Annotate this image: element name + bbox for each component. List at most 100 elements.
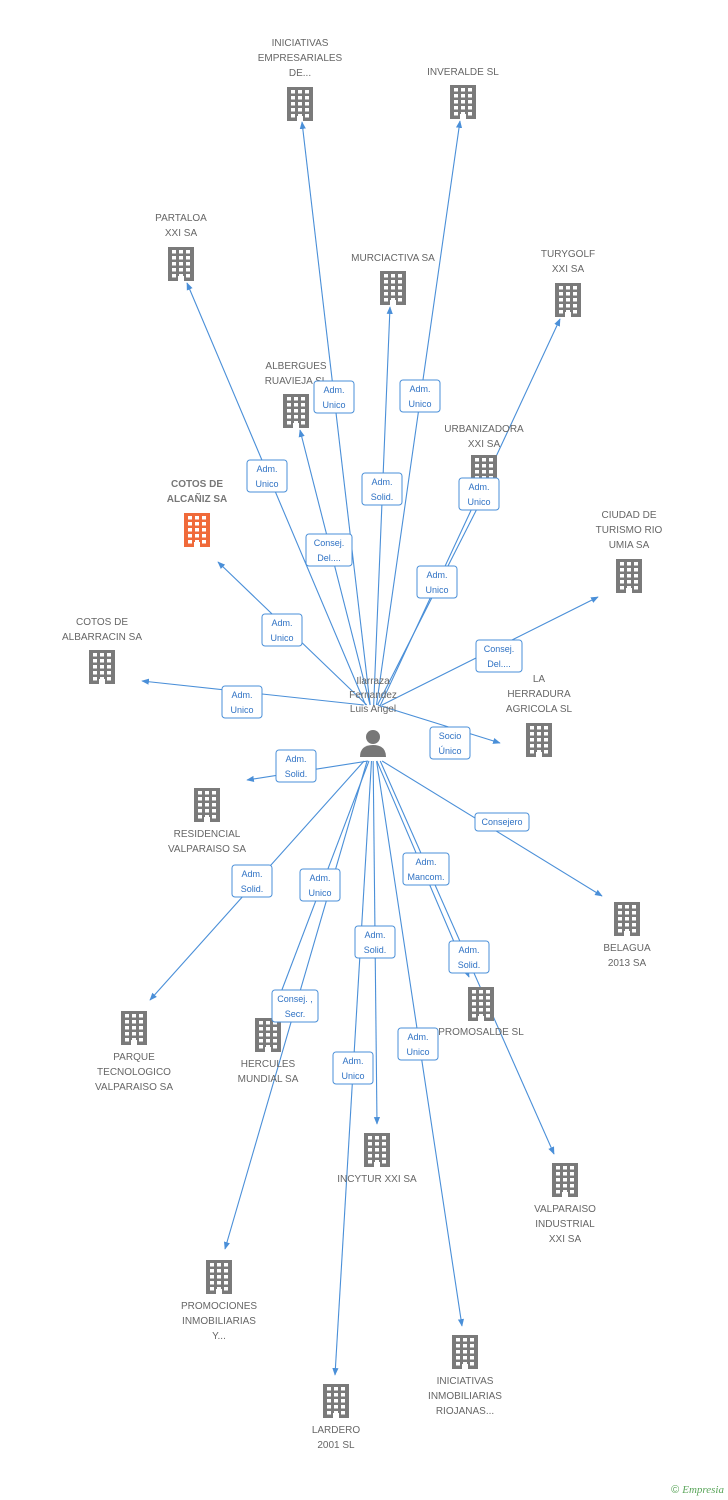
building-icon xyxy=(468,987,494,1021)
brand-name: Empresia xyxy=(682,1484,724,1496)
company-label: MURCIACTIVA SA xyxy=(351,253,435,264)
relation-label-inveralde[interactable]: Adm.Unico xyxy=(399,379,441,413)
company-node-murciactiva[interactable]: MURCIACTIVA SA xyxy=(351,253,435,305)
relation-text: Adm.Unico xyxy=(406,1032,429,1057)
relation-label-urbanizadora[interactable]: Adm.Unico xyxy=(416,565,458,599)
building-icon xyxy=(555,283,581,317)
relation-text: Adm.Solid. xyxy=(241,869,264,894)
relation-text: Adm.Unico xyxy=(255,464,278,489)
relation-label-promosalde[interactable]: Adm.Solid. xyxy=(448,940,490,974)
building-icon xyxy=(616,559,642,593)
relation-label-cotos-alcaniz[interactable]: Adm.Unico xyxy=(261,613,303,647)
edge-murciactiva xyxy=(373,306,393,706)
relation-label-incytur[interactable]: Adm.Solid. xyxy=(354,925,396,959)
relation-label-residencial-valparaiso[interactable]: Adm.Solid. xyxy=(275,749,317,783)
company-node-incytur[interactable]: INCYTUR XXI SA xyxy=(337,1133,417,1185)
building-icon xyxy=(206,1260,232,1294)
relation-text: Adm.Unico xyxy=(308,873,331,898)
relation-text: Adm.Solid. xyxy=(371,477,394,502)
relation-label-partaloa[interactable]: Adm.Unico xyxy=(246,459,288,493)
relation-label-belagua[interactable]: Consejero xyxy=(474,812,530,832)
building-icon xyxy=(452,1335,478,1369)
relation-text: Adm.Solid. xyxy=(285,754,308,779)
building-icon xyxy=(526,723,552,757)
building-icon xyxy=(614,902,640,936)
relation-label-hercules-mundial[interactable]: Consej. ,Secr. xyxy=(271,989,319,1023)
edge-inveralde xyxy=(375,120,463,706)
building-icon xyxy=(121,1011,147,1045)
relation-label-iniciativas-empresariales[interactable]: Adm.Unico xyxy=(313,380,355,414)
building-icon xyxy=(380,271,406,305)
building-icon xyxy=(552,1163,578,1197)
relation-text: Adm.Unico xyxy=(270,618,293,643)
relation-label-ciudad-turismo[interactable]: Consej.Del.... xyxy=(475,639,523,673)
building-icon xyxy=(168,247,194,281)
relation-text: Adm.Solid. xyxy=(458,945,481,970)
relation-text: Adm.Solid. xyxy=(364,930,387,955)
relation-label-lardero[interactable]: Adm.Unico xyxy=(332,1051,374,1085)
relation-label-valparaiso-industrial[interactable]: Adm.Mancom. xyxy=(402,852,450,886)
company-node-promosalde[interactable]: PROMOSALDE SL xyxy=(438,987,524,1038)
relation-label-albergues[interactable]: Consej.Del.... xyxy=(305,533,353,567)
building-icon xyxy=(194,788,220,822)
relation-label-cotos-albarracin[interactable]: Adm.Unico xyxy=(221,685,263,719)
relation-text: Adm.Unico xyxy=(425,570,448,595)
edge-partaloa xyxy=(186,282,367,706)
relation-text: Adm.Unico xyxy=(408,384,431,409)
building-icon xyxy=(450,85,476,119)
building-icon xyxy=(255,1018,281,1052)
edge-la-herradura xyxy=(377,704,501,744)
relation-text: Adm.Unico xyxy=(322,385,345,410)
relation-label-iniciativas-inmobiliarias[interactable]: Adm.Unico xyxy=(397,1027,439,1061)
company-label: PROMOSALDE SL xyxy=(438,1027,524,1038)
footer-brand: ©Empresia xyxy=(671,1484,724,1496)
company-label: INCYTUR XXI SA xyxy=(337,1174,417,1185)
relation-text: Adm.Unico xyxy=(341,1056,364,1081)
relation-label-murciactiva[interactable]: Adm.Solid. xyxy=(361,472,403,506)
building-icon xyxy=(323,1384,349,1418)
relation-text: Consej. ,Secr. xyxy=(277,994,313,1019)
building-icon xyxy=(287,87,313,121)
edge-albergues xyxy=(298,429,371,706)
relation-label-parque-tecnologico[interactable]: Adm.Solid. xyxy=(231,864,273,898)
company-node-inveralde[interactable]: INVERALDE SL xyxy=(427,67,499,119)
relation-label-promociones-inmobiliarias[interactable]: Adm.Unico xyxy=(299,868,341,902)
relation-text: Adm.Unico xyxy=(467,482,490,507)
relation-label-turygolf[interactable]: Adm.Unico xyxy=(458,477,500,511)
person-icon xyxy=(360,730,386,757)
